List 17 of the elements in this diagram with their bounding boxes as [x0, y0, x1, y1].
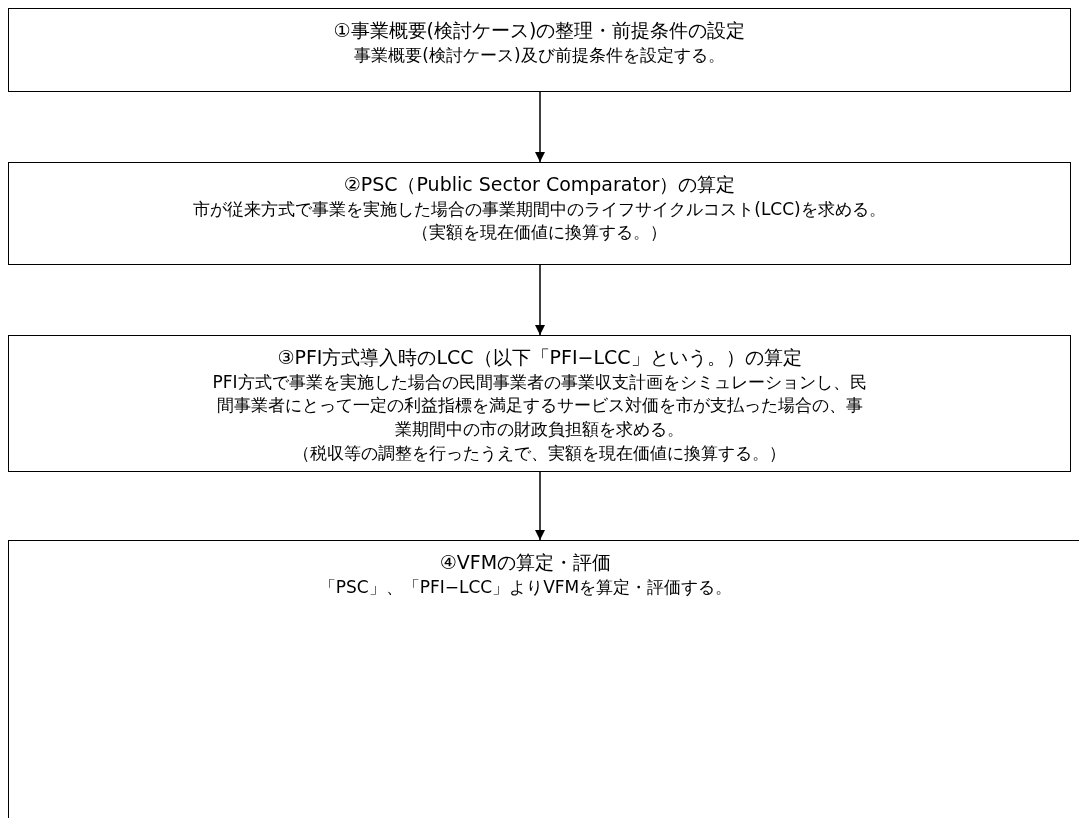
- step-description: 市が従来方式で事業を実施した場合の事業期間中のライフサイクルコスト(LCC)を求める。: [193, 197, 886, 221]
- step-heading: ④VFMの算定・評価: [439, 550, 612, 575]
- arrow: [535, 91, 545, 163]
- process-box: [8, 8, 1071, 92]
- step-heading: ③PFI方式導入時のLCC（以下「PFI−LCC」という。）の算定: [277, 345, 802, 370]
- arrow: [535, 264, 545, 336]
- process-box: [8, 335, 1071, 472]
- process-box: [8, 162, 1071, 265]
- process-box: [8, 540, 1079, 818]
- arrow: [535, 471, 545, 541]
- step-description: PFI方式で事業を実施した場合の民間事業者の事業収支計画をシミュレーションし、民間事業者にとって一定の利益指標を満足するサービス対価を市が支払った場合の、事業期間中の市の財政負担額を求める。: [212, 370, 867, 442]
- step-description: （実額を現在価値に換算する。）: [412, 221, 667, 245]
- step-description: 事業概要(検討ケース)及び前提条件を設定する。: [354, 43, 725, 67]
- step-heading: ①事業概要(検討ケース)の整理・前提条件の設定: [333, 18, 746, 43]
- step-description: （税収等の調整を行ったうえで、実額を現在価値に換算する。）: [293, 442, 786, 465]
- step-heading: ②PSC（Public Sector Comparator）の算定: [343, 172, 736, 197]
- step-description: 「PSC」、「PFI−LCC」よりVFMを算定・評価する。: [318, 575, 733, 599]
